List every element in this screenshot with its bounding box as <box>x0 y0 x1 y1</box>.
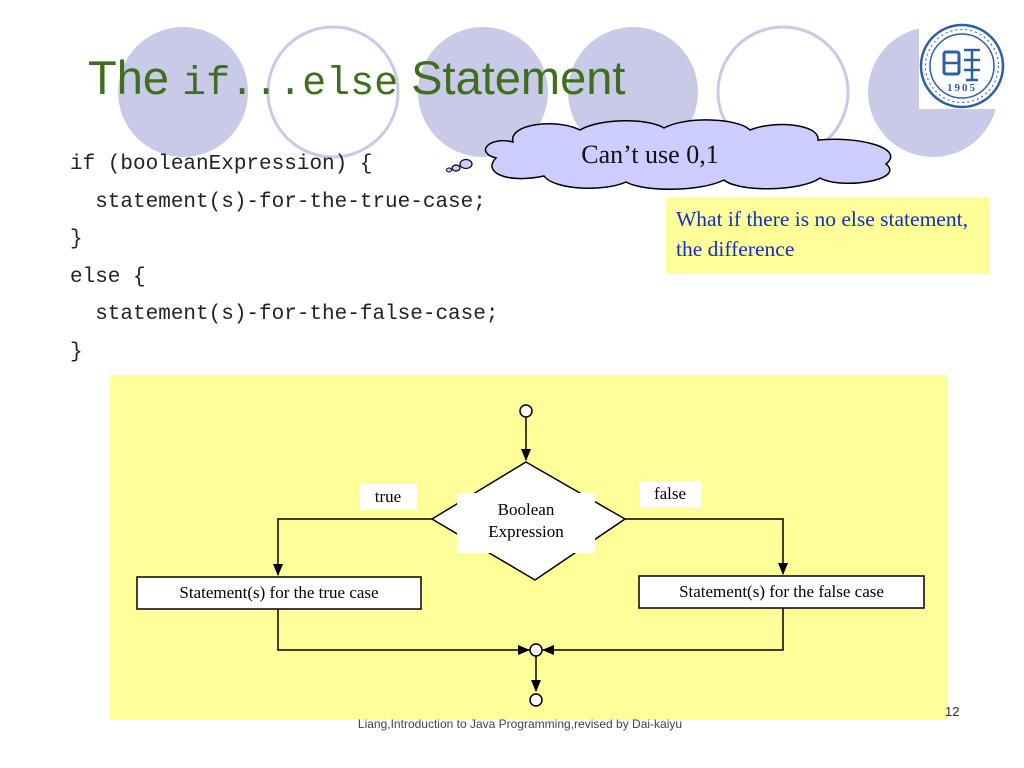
slide-title: The if...else Statement <box>88 50 625 107</box>
title-suffix: Statement <box>411 51 626 104</box>
end-node <box>529 693 543 707</box>
false-branch-line <box>625 518 788 575</box>
flowchart: Boolean Expression true false Statement(… <box>110 375 948 720</box>
note-box: What if there is no else statement, the … <box>666 197 989 274</box>
page-number: 12 <box>945 704 960 719</box>
deco-circle-1 <box>118 27 248 157</box>
flowchart-canvas <box>110 375 948 720</box>
title-prefix: The <box>88 51 169 104</box>
code-line: } <box>70 340 83 364</box>
title-keyword-if: if <box>182 62 231 107</box>
true-merge-line <box>277 609 530 655</box>
code-line: } <box>70 228 83 251</box>
logo-year: 1905 <box>947 82 977 94</box>
code-line: else { <box>70 265 146 289</box>
code-line: statement(s)-for-the-false-case; <box>70 303 499 326</box>
deco-circle-3 <box>418 27 548 157</box>
true-case-box <box>136 576 422 610</box>
callout-text: Can’t use 0,1 <box>581 140 719 169</box>
false-case-text: Statement(s) for the false case <box>679 582 884 601</box>
condition-line-2: Expression <box>488 522 564 541</box>
condition-line-1: Boolean <box>497 500 555 519</box>
true-label: true <box>359 484 417 510</box>
code-line: if (booleanExpression) { <box>70 153 373 176</box>
condition-label-box: Boolean Expression <box>457 493 595 553</box>
true-branch-line <box>273 518 432 576</box>
false-case-box <box>638 575 925 609</box>
title-dots: ... <box>230 62 303 107</box>
false-label: false <box>639 481 701 507</box>
university-seal-logo: 1905 <box>919 23 1005 109</box>
footer-credit: Liang,Introduction to Java Programming,r… <box>357 717 683 731</box>
code-line: statement(s)-for-the-true-case; <box>70 190 486 214</box>
deco-circle-2 <box>266 25 400 159</box>
false-merge-line <box>542 608 784 655</box>
start-node <box>519 404 533 418</box>
merge-node <box>529 643 543 657</box>
true-case-text: Statement(s) for the true case <box>179 583 379 602</box>
code-block: if (booleanExpression) { statement(s)-fo… <box>70 146 498 371</box>
title-keyword-else: else <box>302 62 399 107</box>
thought-cloud-callout <box>446 119 892 191</box>
